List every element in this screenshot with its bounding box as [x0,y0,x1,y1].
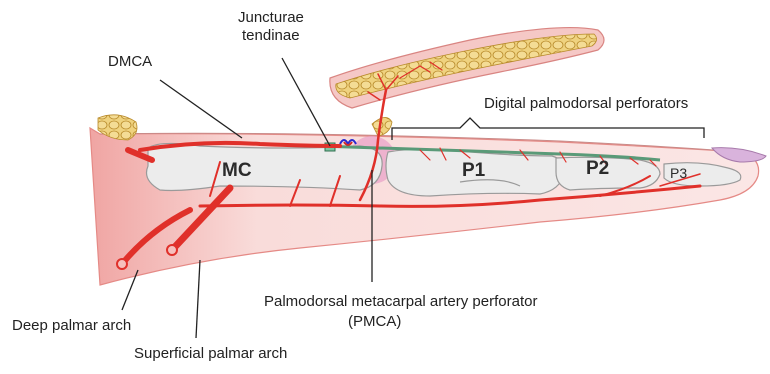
label-juncturae-2: tendinae [242,27,300,44]
label-pmca-1: Palmodorsal metacarpal artery perforator [264,293,537,310]
superficial-arch-end [167,245,177,255]
label-deep-arch: Deep palmar arch [12,317,131,334]
superficial-arch-pointer [196,260,200,338]
juncturae-pointer [282,58,330,146]
metacarpal-bone [147,143,383,190]
label-p3: P3 [670,165,687,181]
label-digital-perforators: Digital palmodorsal perforators [484,95,688,112]
label-p1: P1 [462,160,486,181]
label-superficial-arch: Superficial palmar arch [134,345,287,362]
label-pmca-2: (PMCA) [348,313,401,330]
label-dmca: DMCA [108,53,152,70]
label-mc: MC [222,160,252,181]
dmca-pointer [160,80,242,138]
label-juncturae-1: Juncturae [238,9,304,26]
label-p2: P2 [586,158,609,179]
deep-arch-end [117,259,127,269]
